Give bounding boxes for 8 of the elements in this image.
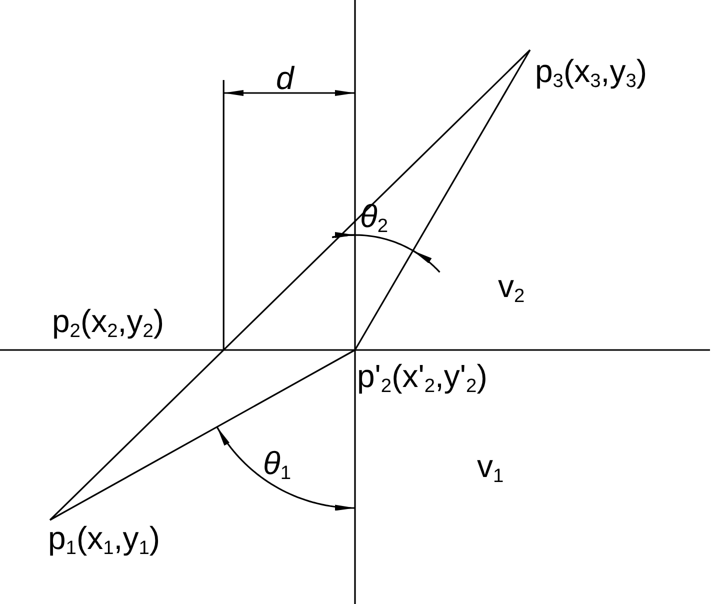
point-label: p$_{3}$(x$_{3}$,y$_{3}$) bbox=[535, 55, 648, 91]
region-label: v$_{1}$ bbox=[477, 450, 504, 486]
point-label: p$_{2}$(x$_{2}$,y$_{2}$) bbox=[52, 305, 164, 341]
region-label: v$_{2}$ bbox=[498, 270, 525, 306]
point-label: p'$_{2}$(x'$_{2}$,y'$_{2}$) bbox=[357, 360, 488, 396]
dimension-label: d bbox=[276, 62, 294, 94]
point-label: p$_{1}$(x$_{1}$,y$_{1}$) bbox=[48, 522, 160, 558]
angle-label: θ$_{1}$ bbox=[263, 447, 292, 483]
